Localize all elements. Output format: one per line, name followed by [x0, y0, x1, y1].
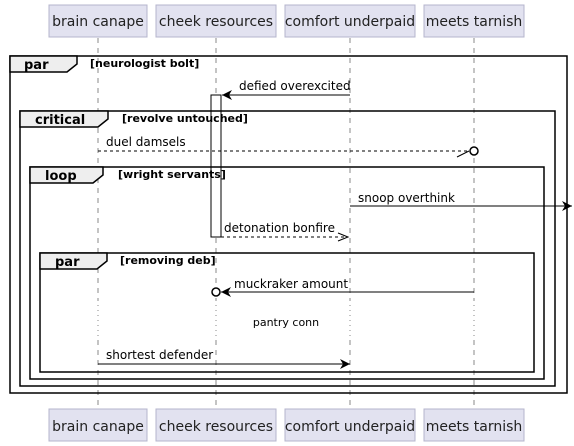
fragment-par-outer-keyword: par	[24, 58, 49, 73]
participant-label: cheek resources	[159, 14, 273, 30]
message-endpoint-icon	[211, 287, 221, 297]
message-muckraker-amount: muckraker amount	[211, 277, 474, 297]
activation-cheek-resources	[210, 94, 222, 238]
fragment-loop: loop [wright servants]	[29, 166, 545, 380]
participant-label: comfort underpaid	[285, 14, 415, 30]
fragment-loop-keyword: loop	[45, 169, 77, 184]
message-defied-overexcited: defied overexcited	[222, 79, 351, 100]
lost-message-endpoint-icon	[469, 146, 479, 156]
participant-cheek-resources-bottom[interactable]: cheek resources	[155, 408, 277, 442]
participant-label: comfort underpaid	[285, 419, 415, 435]
message-label: defied overexcited	[239, 79, 351, 93]
message-shortest-defender: shortest defender	[98, 348, 350, 369]
message-label: muckraker amount	[234, 277, 348, 291]
participant-meets-tarnish[interactable]: meets tarnish	[423, 4, 525, 38]
message-label: shortest defender	[106, 348, 213, 362]
message-detonation-bonfire: detonation bonfire	[221, 221, 350, 242]
fragment-par-outer: par [neurologist bolt]	[9, 55, 568, 394]
message-snoop-overthink: snoop overthink	[350, 191, 572, 211]
fragment-critical-guard: [revolve untouched]	[122, 112, 248, 125]
participant-brain-canape[interactable]: brain canape	[48, 4, 148, 38]
participant-label: brain canape	[52, 419, 144, 435]
participant-label: cheek resources	[159, 419, 273, 435]
fragment-critical-keyword: critical	[35, 113, 85, 128]
message-label: snoop overthink	[358, 191, 455, 205]
fragment-par-inner-keyword: par	[55, 255, 80, 270]
fragment-loop-guard: [wright servants]	[118, 168, 226, 181]
participant-label: brain canape	[52, 14, 144, 30]
participant-brain-canape-bottom[interactable]: brain canape	[48, 408, 148, 442]
participant-label: meets tarnish	[426, 14, 523, 30]
delay-label: pantry conn	[253, 316, 319, 329]
message-label: duel damsels	[106, 135, 186, 149]
message-duel-damsels: duel damsels	[98, 135, 479, 158]
fragment-par-outer-guard: [neurologist bolt]	[90, 57, 199, 70]
fragment-par-inner: par [removing deb]	[39, 252, 535, 373]
participant-label: meets tarnish	[426, 419, 523, 435]
participant-comfort-underpaid[interactable]: comfort underpaid	[284, 4, 416, 38]
participant-cheek-resources[interactable]: cheek resources	[155, 4, 277, 38]
participant-comfort-underpaid-bottom[interactable]: comfort underpaid	[284, 408, 416, 442]
message-label: detonation bonfire	[224, 221, 335, 235]
fragment-critical: critical [revolve untouched]	[19, 110, 556, 387]
participant-meets-tarnish-bottom[interactable]: meets tarnish	[423, 408, 525, 442]
fragment-par-inner-guard: [removing deb]	[120, 254, 216, 267]
